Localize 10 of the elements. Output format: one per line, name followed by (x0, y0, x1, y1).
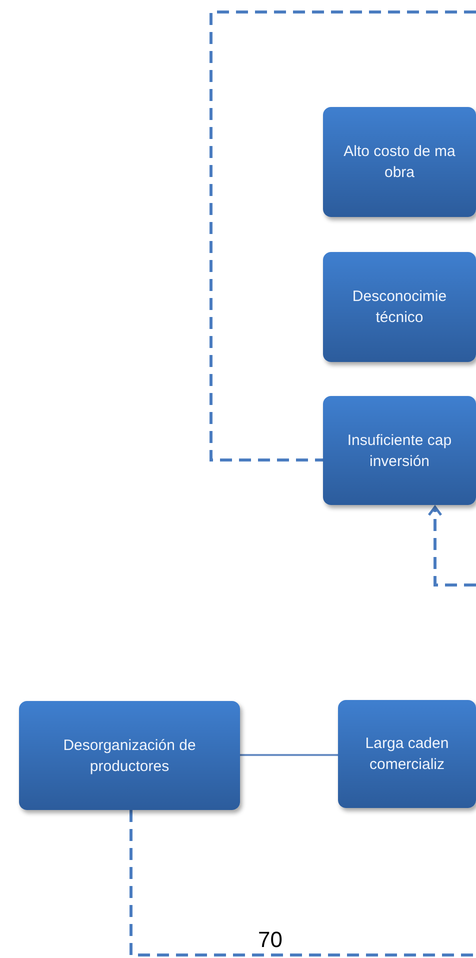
dashed-connector (130, 810, 476, 956)
cause-box: Desconocimie técnico (323, 252, 476, 362)
cause-box: Alto costo de ma obra (323, 107, 476, 217)
dashed-connector (428, 506, 476, 586)
page-number: 70 (258, 928, 282, 952)
dashed-connector (210, 10, 476, 462)
connector-line (240, 754, 338, 756)
cause-box: Larga caden comercializ (338, 700, 476, 808)
cause-box: Insuficiente cap inversión (323, 396, 476, 505)
cause-box: Desorganización de productores (19, 701, 240, 810)
